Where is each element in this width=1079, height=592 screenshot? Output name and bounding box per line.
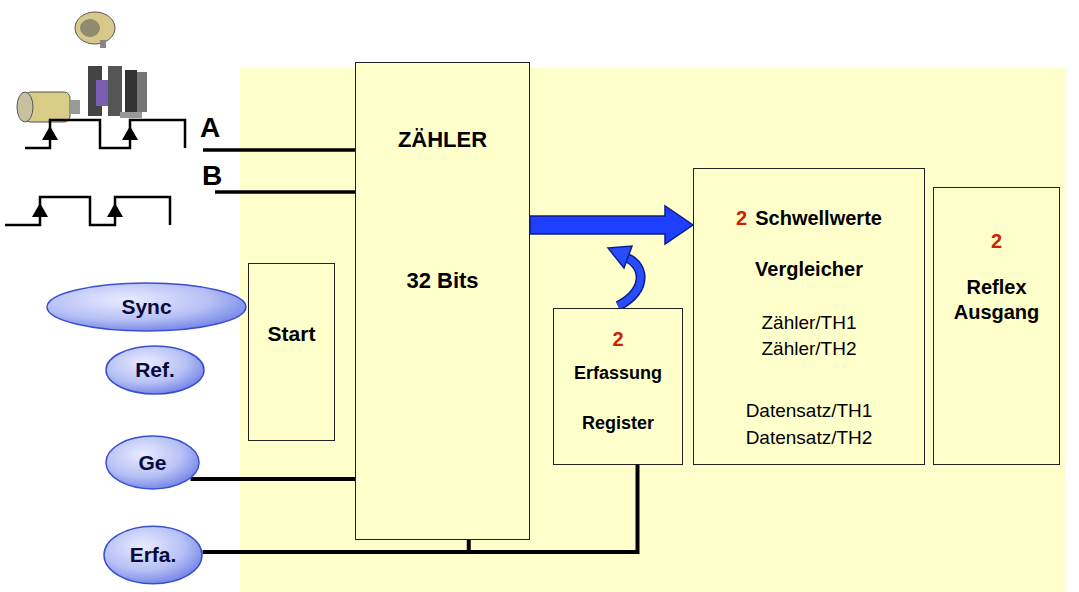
comparator-box: 2 SchwellwerteVergleicherZähler/TH1Zähler… <box>693 168 925 465</box>
node-text: Ref. <box>135 358 175 382</box>
signal-waveforms <box>5 120 185 225</box>
capture-register-box: 2Erfassung Register <box>553 308 683 465</box>
signal-wire <box>191 477 356 481</box>
ge-input: Ge <box>105 435 200 490</box>
counter-box: ZÄHLER 32 Bits <box>355 62 530 540</box>
count-number: 2 <box>991 229 1002 253</box>
node-text: Erfa. <box>130 543 177 567</box>
sync-input: Sync <box>45 282 248 332</box>
sensor-icons <box>17 12 147 122</box>
node-text: 32 Bits <box>406 269 478 293</box>
signal-wires <box>203 150 355 192</box>
start-box: Start <box>248 263 335 441</box>
ref-input: Ref. <box>105 345 205 395</box>
node-text: Reflex Ausgang <box>947 275 1047 325</box>
count-number: 2 <box>612 327 623 351</box>
node-text: Datensatz/TH1 <box>746 399 873 423</box>
rising-edge-marks <box>32 126 138 217</box>
capture-curved-arrow <box>608 246 641 306</box>
node-text: Zähler/TH1 <box>761 311 856 335</box>
node-text: ZÄHLER <box>398 128 487 152</box>
count-number: 2 <box>736 206 747 230</box>
node-text: Erfassung Register <box>559 348 677 448</box>
node-text: Sync <box>121 295 171 319</box>
node-text: Start <box>268 322 316 346</box>
text-row: 2 Schwellwerte <box>736 206 882 230</box>
signal-name: A <box>200 112 220 144</box>
erfa-input: Erfa. <box>103 525 203 585</box>
signal-name: B <box>202 160 222 192</box>
node-text: Vergleicher <box>755 257 863 281</box>
node-text: Zähler/TH2 <box>761 337 856 361</box>
node-text: Datensatz/TH2 <box>746 426 873 450</box>
node-text: Ge <box>138 451 166 475</box>
reflex-output-box: 2Reflex Ausgang <box>933 187 1060 465</box>
node-text: Schwellwerte <box>755 206 882 230</box>
data-flow-arrow <box>530 206 693 244</box>
